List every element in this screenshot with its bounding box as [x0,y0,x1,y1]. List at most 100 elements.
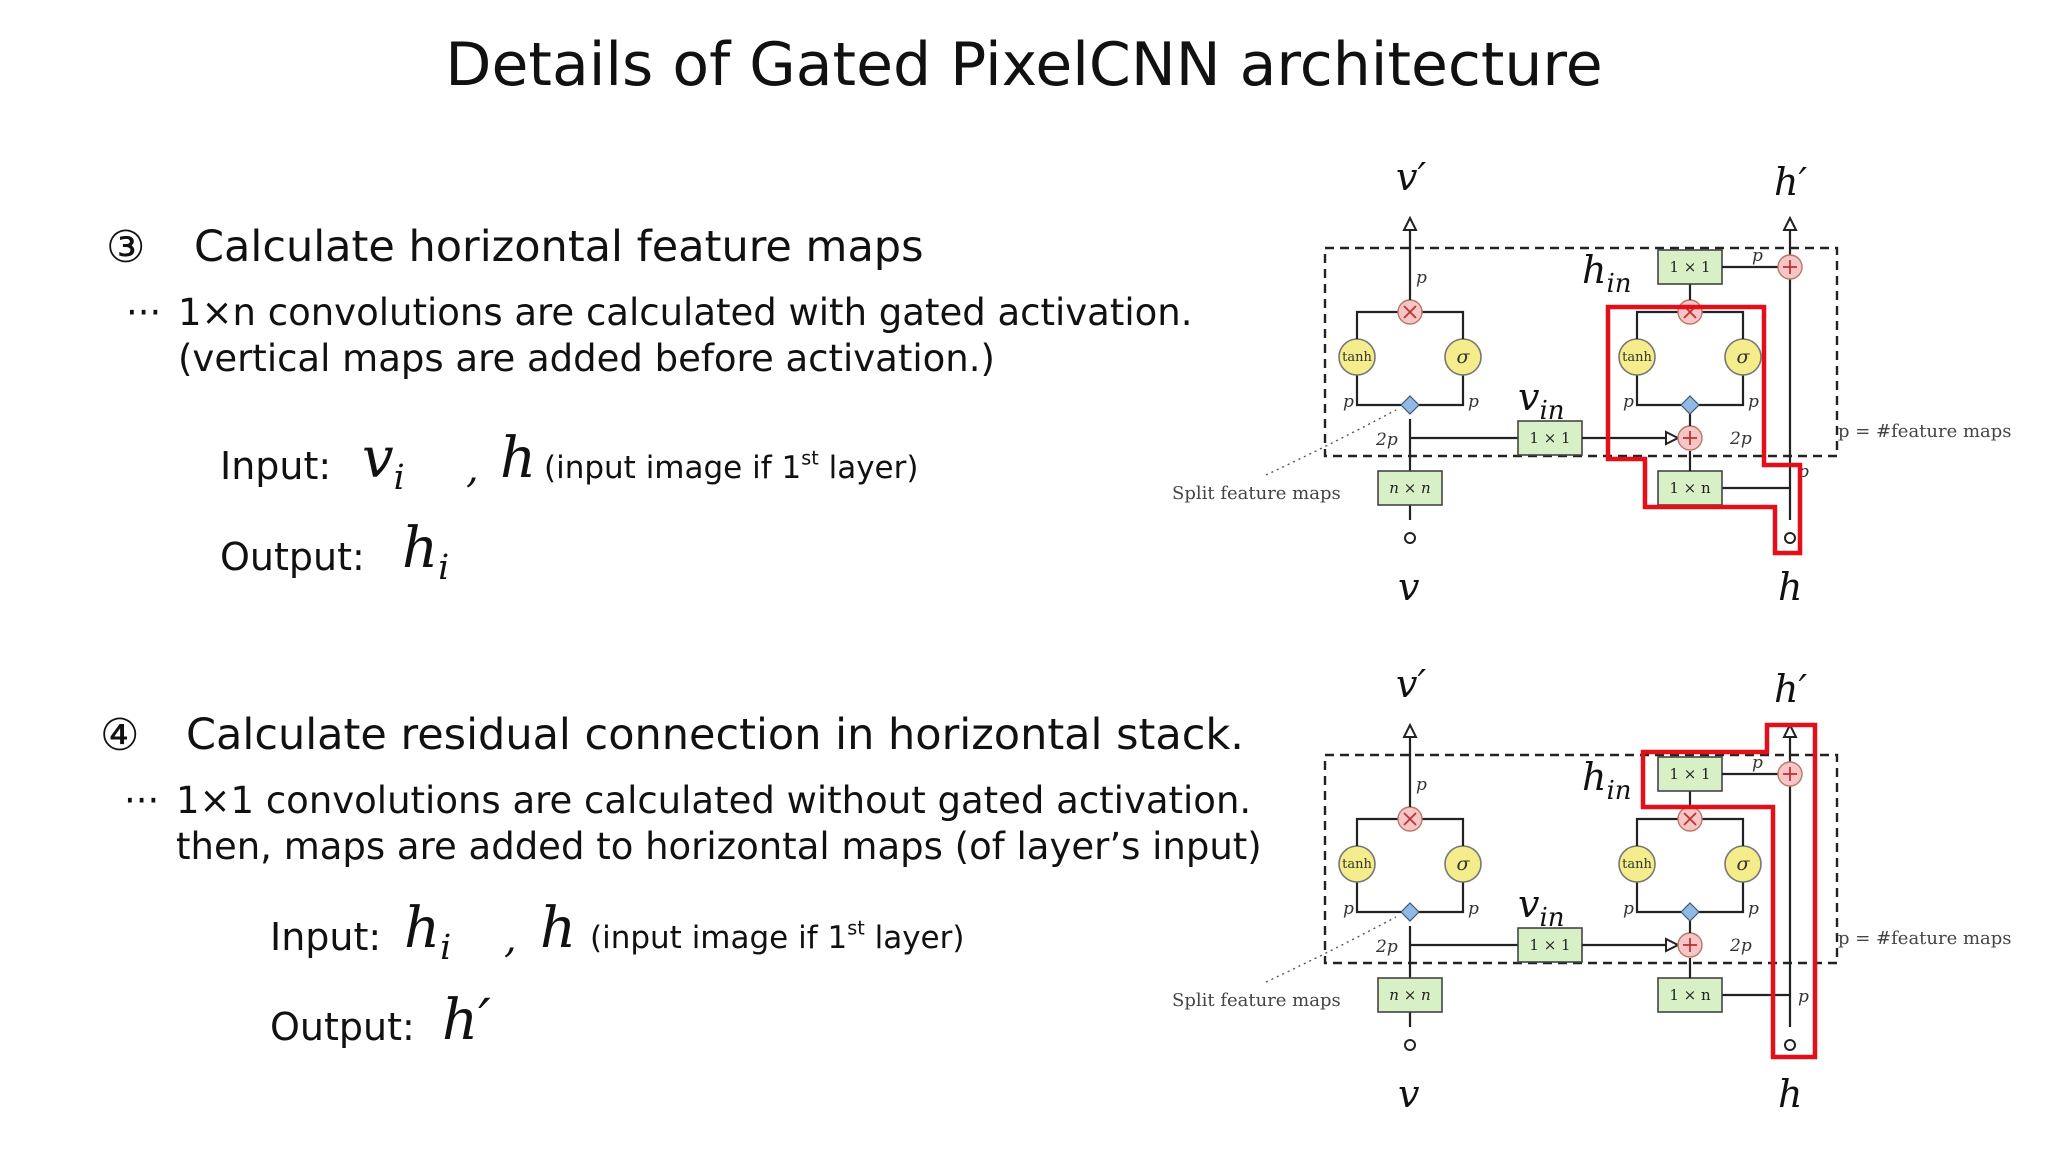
v-tanh-node-label: tanh [1342,857,1372,872]
v-in-label: vin [1518,375,1565,426]
v-tanh-branch [1355,375,1401,407]
h-p-skip: p [1798,987,1809,1007]
step-4-output-label: Output: [270,1005,415,1049]
v-p-right: p [1468,392,1479,412]
h-p-add: p [1752,753,1763,773]
legend-label: p = #feature maps [1838,421,2012,442]
conv-nxn-box-label: n × n [1389,986,1430,1004]
h-tanh-branch [1635,882,1681,914]
h-input-node [1784,532,1796,544]
v-2p: 2p [1375,430,1398,450]
h-output-arrow [1782,722,1798,738]
v-sigma-node-label: σ [1457,853,1471,875]
h-prime-label: h′ [1774,667,1807,711]
step-3-input-b: h [500,426,537,491]
step-4-input-a: hi [404,896,452,969]
h-sigma-branch [1699,375,1745,407]
v-sigma-to-mult [1422,310,1465,339]
step-4-input-b: h [540,896,577,961]
v-tanh-to-mult [1355,310,1398,339]
conv-1x1-vertical-box-label: 1 × 1 [1529,429,1570,447]
v-output-arrow [1402,215,1418,231]
layer-frame [1323,753,1839,965]
v-label: v [1398,565,1420,609]
h-tanh-to-mult [1635,310,1678,339]
step-4-input-label: Input: [270,915,382,959]
step-4-bullet: ··· [124,779,160,822]
h-2p: 2p [1729,936,1752,956]
v-mult-node-stroke-b [1403,305,1417,319]
h-p-left: p [1623,899,1634,919]
step-4-input-note: (input image if 1st layer) [590,916,965,956]
h-split [1680,902,1700,922]
h-prime-label: h′ [1774,160,1807,204]
h-label: h [1778,1072,1802,1116]
h-mult-node-stroke-b [1683,812,1697,826]
v-sigma-branch [1419,882,1465,914]
v-input-node [1404,532,1416,544]
v-split [1400,902,1420,922]
conv-1x1-vertical-box-label: 1 × 1 [1529,936,1570,954]
v-p-left: p [1343,899,1354,919]
h-label: h [1778,565,1802,609]
conv-1x1-horizontal-box-label: 1 × 1 [1669,258,1710,276]
step-3-input-a: vi [362,426,405,499]
conv-1xn-box [1657,470,1723,506]
v-2p: 2p [1375,937,1398,957]
h-p-right: p [1748,899,1759,919]
v-p-out: p [1416,775,1427,795]
v-prime-label: v′ [1396,155,1426,199]
step-3-input-comma: , [466,446,479,492]
v-sigma-node-label: σ [1457,346,1471,368]
h-tanh-node-label: tanh [1622,350,1652,365]
h-p-skip: p [1798,462,1809,482]
split-feature-maps-label: Split feature maps [1172,990,1341,1011]
v-tanh-node-label: tanh [1342,350,1372,365]
v-label: v [1398,1072,1420,1116]
conv-1x1-horizontal-box-label: 1 × 1 [1669,765,1710,783]
conv-nxn-box [1377,470,1443,506]
h-in-label: hin [1582,248,1632,299]
conv-1x1-vertical-box [1517,927,1583,963]
highlight-outline [1640,722,1818,1060]
h-p-right: p [1748,392,1759,412]
h-2p: 2p [1729,429,1752,449]
slide-title: Details of Gated PixelCNN architecture [445,30,1603,100]
v-p-right: p [1468,899,1479,919]
split-feature-maps-label: Split feature maps [1172,483,1341,504]
step-3-input-label: Input: [220,444,332,488]
h-p-add: p [1752,246,1763,266]
v-1x1-arrow [1665,937,1681,953]
v-tanh-branch [1355,882,1401,914]
step-4-desc-line-1: 1×1 convolutions are calculated without … [176,779,1252,822]
v-sigma-to-mult [1422,817,1465,846]
v-tanh-to-mult [1355,817,1398,846]
h-p-left: p [1623,392,1634,412]
highlight-outline [1605,304,1803,556]
step-4-heading: Calculate residual connection in horizon… [186,710,1244,760]
h-tanh-to-mult [1635,817,1678,846]
h-tanh-branch [1635,375,1681,407]
step-3-output: hi [402,516,450,589]
conv-1xn-box-label: 1 × n [1669,986,1711,1004]
h-sigma-node-label: σ [1737,346,1751,368]
v-sigma-branch [1419,375,1465,407]
v-prime-label: v′ [1396,662,1426,706]
h-split [1680,395,1700,415]
v-p-left: p [1343,392,1354,412]
v-split [1400,395,1420,415]
v-mult-node-stroke-b [1403,812,1417,826]
step-3-desc-line-1: 1×n convolutions are calculated with gat… [178,291,1193,334]
step-4-number: ④ [100,710,140,761]
step-3-number: ③ [106,222,146,273]
conv-nxn-box-label: n × n [1389,479,1430,497]
step-4-input-comma: , [504,916,517,962]
step-3-output-label: Output: [220,535,365,579]
legend-label: p = #feature maps [1838,928,2012,949]
layer-frame [1323,246,1839,458]
h-tanh-node-label: tanh [1622,857,1652,872]
conv-1x1-horizontal-box [1657,249,1723,285]
step-3-bullet: ··· [126,291,162,334]
conv-nxn-box [1377,977,1443,1013]
